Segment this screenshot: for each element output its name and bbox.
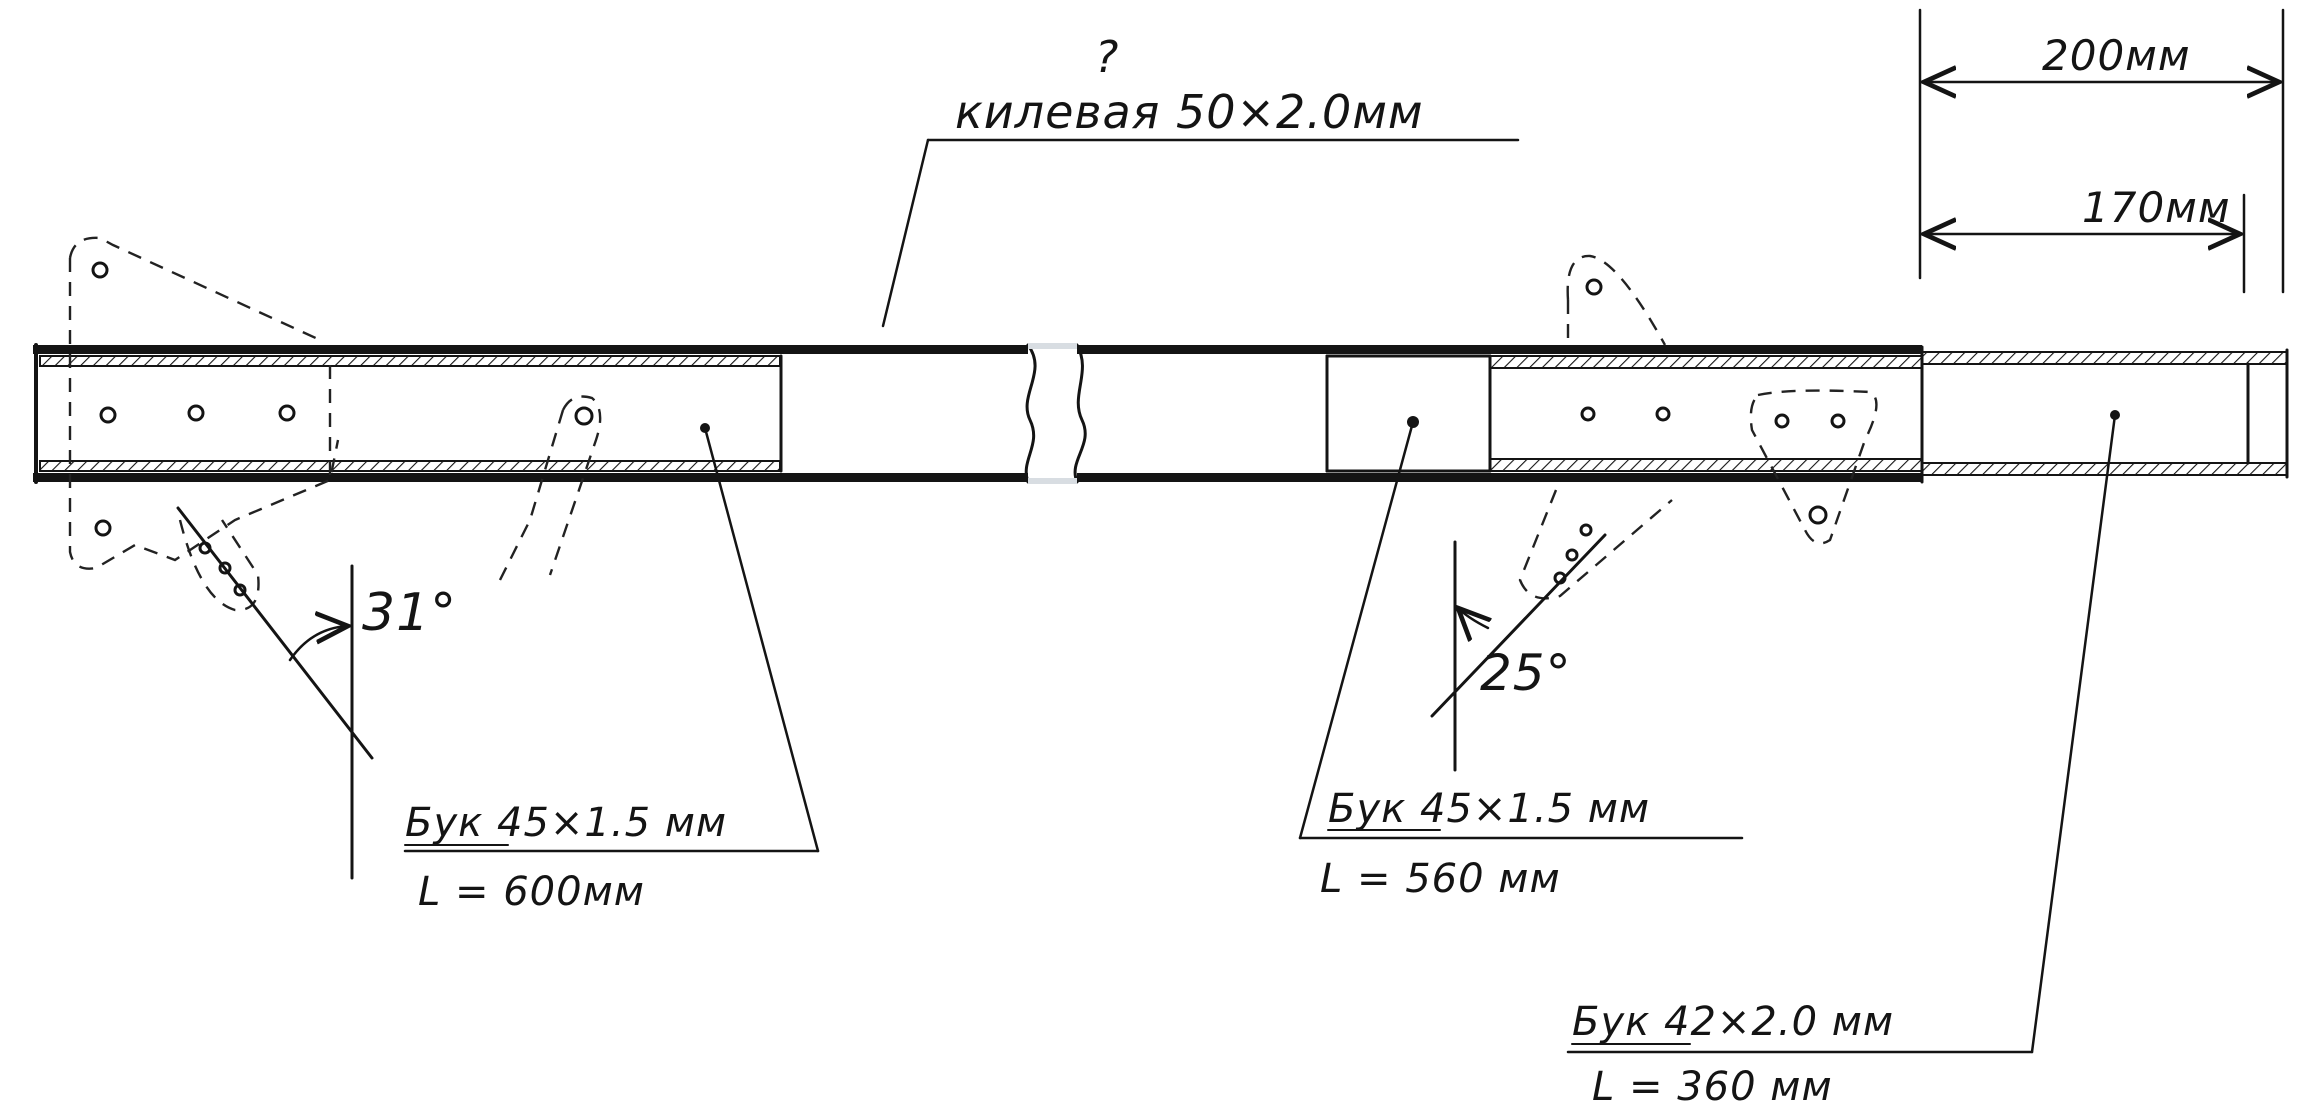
keel-tube (33, 343, 1922, 484)
left-sleeve-callout: Бук 45×1.5 мм L = 600мм (403, 426, 820, 915)
left-inner-sleeve (39, 354, 783, 473)
dimension-200-label: 200мм (2042, 31, 2191, 80)
right-sleeve-callout: Бук 42×2.0 мм L = 360 мм (1566, 413, 2117, 1110)
middle-sleeve-length: L = 560 мм (1320, 856, 1561, 902)
keel-tube-label: килевая 50×2.0мм (955, 85, 1424, 139)
left-angle-label: 31° (362, 583, 457, 643)
right-spreader-fitting (1518, 254, 1878, 600)
right-sleeve-length: L = 360 мм (1592, 1064, 1833, 1110)
keel-tube-marker: ? (1095, 32, 1119, 83)
tube-break-icon (1024, 343, 1087, 484)
left-mast-fitting (68, 236, 602, 612)
middle-sleeve-callout: Бук 45×1.5 мм L = 560 мм (1298, 420, 1744, 902)
keel-tube-callout: ? килевая 50×2.0мм (881, 32, 1520, 328)
left-angle-callout: 31° (176, 506, 457, 880)
left-sleeve-title: Бук 45×1.5 мм (405, 800, 727, 846)
right-angle-callout: 25° (1430, 533, 1607, 772)
dimension-170: 170мм (1924, 183, 2246, 294)
right-sleeve-title: Бук 42×2.0 мм (1572, 999, 1894, 1045)
left-sleeve-length: L = 600мм (418, 869, 645, 915)
right-angle-label: 25° (1480, 644, 1572, 702)
dimension-200: 200мм (1918, 8, 2285, 294)
dimension-170-label: 170мм (2082, 183, 2231, 232)
right-end-sleeve (1920, 345, 2289, 484)
middle-inner-sleeve (1325, 354, 1923, 473)
middle-sleeve-title: Бук 45×1.5 мм (1328, 786, 1650, 832)
